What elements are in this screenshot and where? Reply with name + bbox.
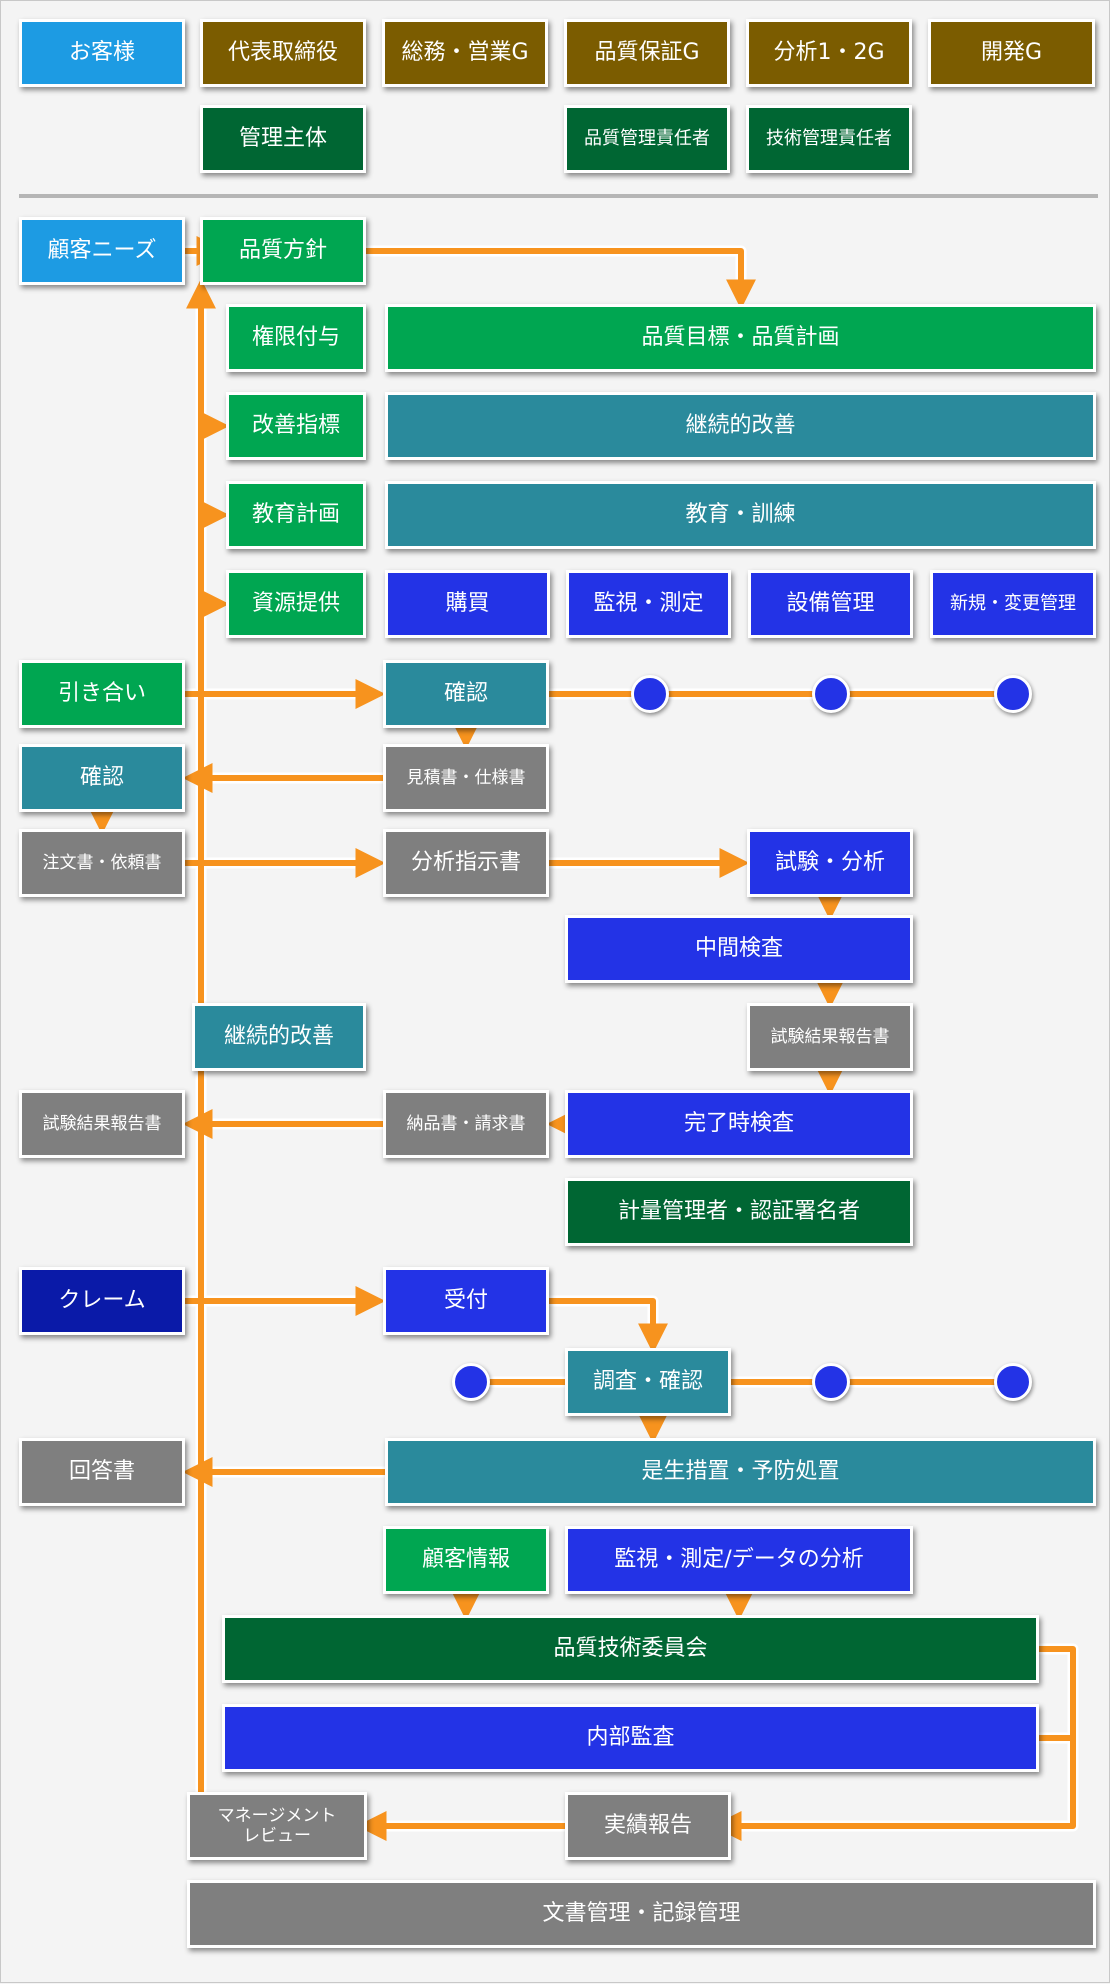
customer-needs-box: 顧客ニーズ (19, 217, 185, 285)
policy-to-objectives-arrow-outline (366, 245, 747, 295)
performance-report-box: 実績報告 (565, 1792, 731, 1860)
qa-header: 品質保証G (564, 19, 730, 87)
document-record-management-box: 文書管理・記録管理 (187, 1880, 1096, 1948)
corrective-action-box: 是生措置・予防処置 (385, 1438, 1096, 1506)
analysis-header: 分析1・2G (746, 19, 912, 87)
quality-committee-box: 品質技術委員会 (222, 1615, 1039, 1683)
customer-confirm-box: 確認 (19, 744, 185, 812)
ceo-header: 代表取締役 (200, 19, 366, 87)
quality-objectives-box: 品質目標・品質計画 (385, 304, 1096, 372)
reception-to-investigation-arrow-outline (549, 1295, 659, 1339)
customer-info-box: 顧客情報 (383, 1526, 549, 1594)
training-box: 教育・訓練 (385, 481, 1096, 549)
internal-audit-box: 内部監査 (222, 1704, 1039, 1772)
management-review-box: マネージメント レビュー (187, 1792, 367, 1860)
node-circle (631, 675, 669, 713)
interim-inspection-box: 中間検査 (565, 915, 913, 983)
improvement-direction-box: 改善指標 (226, 392, 366, 460)
technical-manager-box: 技術管理責任者 (746, 105, 912, 173)
data-analysis-box: 監視・測定/データの分析 (565, 1526, 913, 1594)
node-circle (812, 675, 850, 713)
response-letter-box: 回答書 (19, 1438, 185, 1506)
analysis-instruction-box: 分析指示書 (383, 829, 549, 897)
internal-confirm-box: 確認 (383, 660, 549, 728)
customer-test-report-box: 試験結果報告書 (19, 1090, 185, 1158)
node-circle (994, 675, 1032, 713)
header-divider (19, 194, 1098, 198)
inquiry-box: 引き合い (19, 660, 185, 728)
policy-to-objectives-arrow (366, 248, 756, 310)
resource-provision-box: 資源提供 (226, 570, 366, 638)
equipment-management-box: 設備管理 (748, 570, 913, 638)
reception-to-investigation-arrow (549, 1298, 668, 1354)
continuous-improvement-box: 継続的改善 (385, 392, 1096, 460)
management-entity-box: 管理主体 (200, 105, 366, 173)
quality-manager-box: 品質管理責任者 (564, 105, 730, 173)
signatory-box: 計量管理者・認証署名者 (565, 1178, 913, 1246)
internal-test-report-box: 試験結果報告書 (747, 1003, 913, 1071)
order-form-box: 注文書・依頼書 (19, 829, 185, 897)
general-sales-header: 総務・営業G (382, 19, 548, 87)
claim-box: クレーム (19, 1267, 185, 1335)
test-analysis-box: 試験・分析 (747, 829, 913, 897)
node-circle (812, 1363, 850, 1401)
node-circle (994, 1363, 1032, 1401)
change-management-box: 新規・変更管理 (930, 570, 1096, 638)
node-circle (452, 1363, 490, 1401)
quote-spec-box: 見積書・仕様書 (383, 744, 549, 812)
authority-box: 権限付与 (226, 304, 366, 372)
quality-policy-box: 品質方針 (200, 217, 366, 285)
customer-header: お客様 (19, 19, 185, 87)
continuous-improvement-feedback-box: 継続的改善 (192, 1003, 366, 1071)
reception-box: 受付 (383, 1267, 549, 1335)
purchasing-box: 購買 (385, 570, 550, 638)
investigation-box: 調査・確認 (565, 1348, 731, 1416)
dev-header: 開発G (928, 19, 1095, 87)
delivery-invoice-box: 納品書・請求書 (383, 1090, 549, 1158)
training-plan-box: 教育計画 (226, 481, 366, 549)
monitoring-measurement-box: 監視・測定 (566, 570, 731, 638)
final-inspection-box: 完了時検査 (565, 1090, 913, 1158)
